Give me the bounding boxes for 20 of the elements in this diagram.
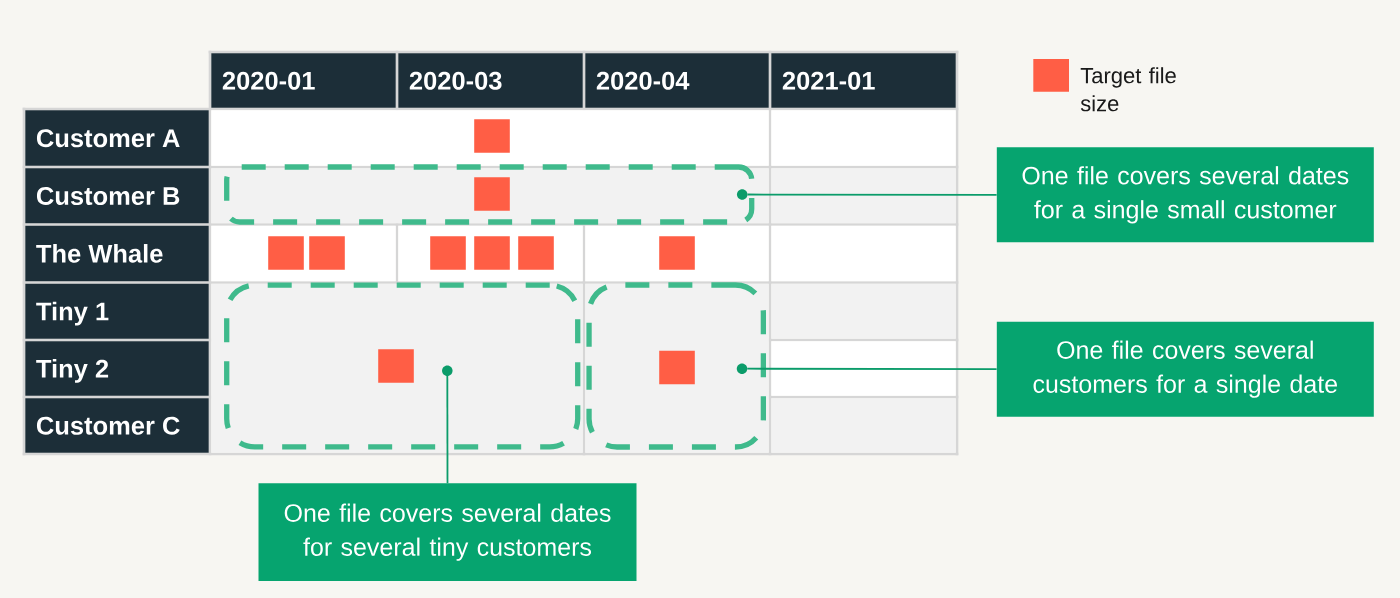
row-header: Customer C: [25, 398, 209, 453]
row-header: Tiny 1: [25, 283, 209, 339]
row-header: The Whale: [25, 225, 209, 282]
column-header: 2020-04: [585, 53, 769, 108]
legend-label: Target file size: [1080, 67, 1176, 112]
leader-line: [746, 367, 998, 371]
leader-line: [446, 375, 449, 485]
leader-line: [746, 193, 998, 196]
row-header: Customer A: [25, 110, 209, 166]
row-header: Customer B: [25, 168, 209, 224]
column-header: 2021-01: [771, 53, 956, 108]
callout-box: One file covers several dates for several tiny customers: [258, 483, 637, 582]
callout-box: One file covers several customers for a single date: [996, 321, 1374, 417]
dashed-region: [224, 282, 581, 450]
row-header: Tiny 2: [25, 341, 209, 396]
dashed-region: [224, 164, 755, 225]
dashed-region: [586, 282, 766, 450]
callout-box: One file covers several dates for a single small customer: [996, 147, 1374, 243]
column-header: 2020-01: [211, 53, 396, 108]
column-header: 2020-03: [398, 53, 583, 108]
